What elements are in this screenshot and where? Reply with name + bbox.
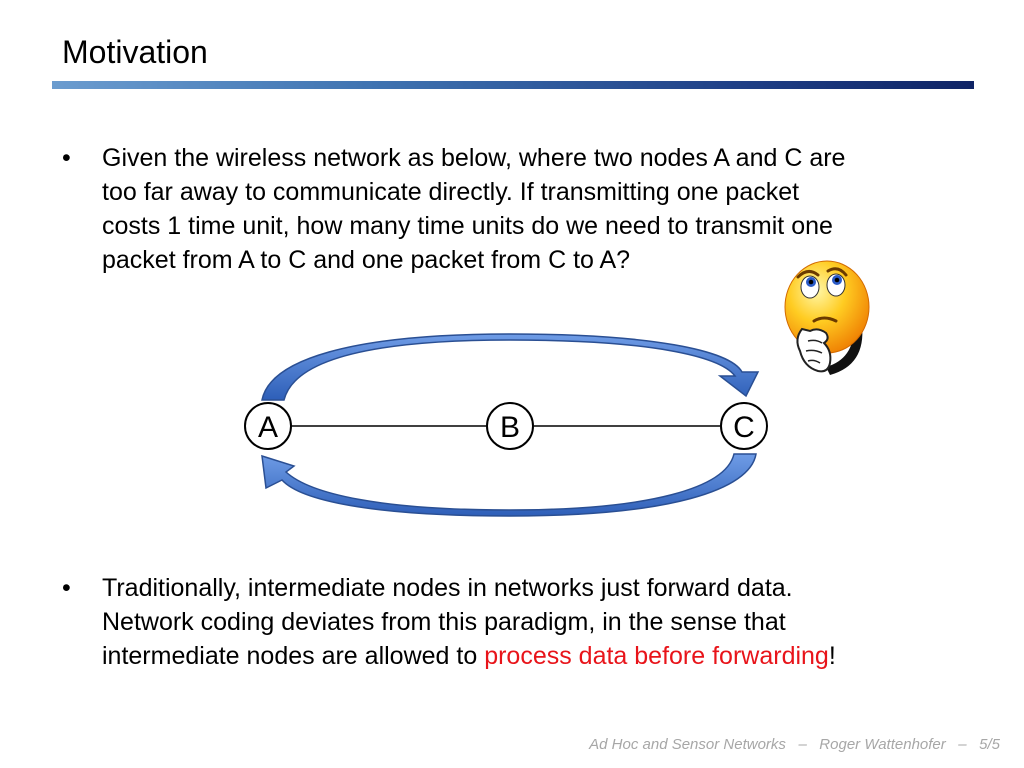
- footer-separator: –: [958, 736, 967, 753]
- bullet-marker: •: [62, 574, 71, 602]
- bullet-question-line: packet from A to C and one packet from C…: [102, 246, 631, 274]
- bullet-coding-text: !: [828, 642, 836, 670]
- bullet-network-coding-text: Traditionally, intermediate nodes in net…: [102, 571, 982, 673]
- bullet-network-coding: • Traditionally, intermediate nodes in n…: [62, 571, 982, 681]
- footer-course: Ad Hoc and Sensor Networks: [589, 736, 786, 753]
- arrow-c-to-a: [261, 453, 757, 517]
- bullet-question: • Given the wireless network as below, w…: [62, 141, 982, 281]
- bullet-coding-line: intermediate nodes are allowed to proces…: [102, 639, 982, 673]
- bullet-question-line: Given the wireless network as below, whe…: [102, 144, 846, 172]
- node-c-label: C: [733, 411, 755, 444]
- arrow-a-to-c: [261, 333, 760, 401]
- node-c: C: [720, 402, 768, 450]
- footer-separator: –: [798, 736, 807, 753]
- bullet-coding-line: Traditionally, intermediate nodes in net…: [102, 574, 793, 602]
- highlighted-phrase: process data before forwarding: [484, 642, 829, 670]
- node-a: A: [244, 402, 292, 450]
- node-b-label: B: [500, 411, 520, 444]
- network-diagram: A B C: [244, 333, 768, 517]
- footer-author: Roger Wattenhofer: [819, 736, 946, 753]
- slide-footer: Ad Hoc and Sensor Networks – Roger Watte…: [589, 736, 1000, 753]
- node-a-label: A: [258, 411, 278, 444]
- thinking-face-icon: [784, 260, 870, 375]
- footer-page-number: 5/5: [979, 736, 1000, 753]
- slide-title: Motivation: [62, 34, 208, 70]
- bullet-question-text: Given the wireless network as below, whe…: [102, 141, 982, 277]
- title-rule: [52, 81, 974, 89]
- bullet-coding-text: intermediate nodes are allowed to: [102, 642, 485, 670]
- bullet-question-line: too far away to communicate directly. If…: [102, 178, 800, 206]
- bullet-marker: •: [62, 144, 71, 172]
- bullet-coding-line: Network coding deviates from this paradi…: [102, 608, 786, 636]
- bullet-question-line: costs 1 time unit, how many time units d…: [102, 212, 833, 240]
- node-b: B: [486, 402, 534, 450]
